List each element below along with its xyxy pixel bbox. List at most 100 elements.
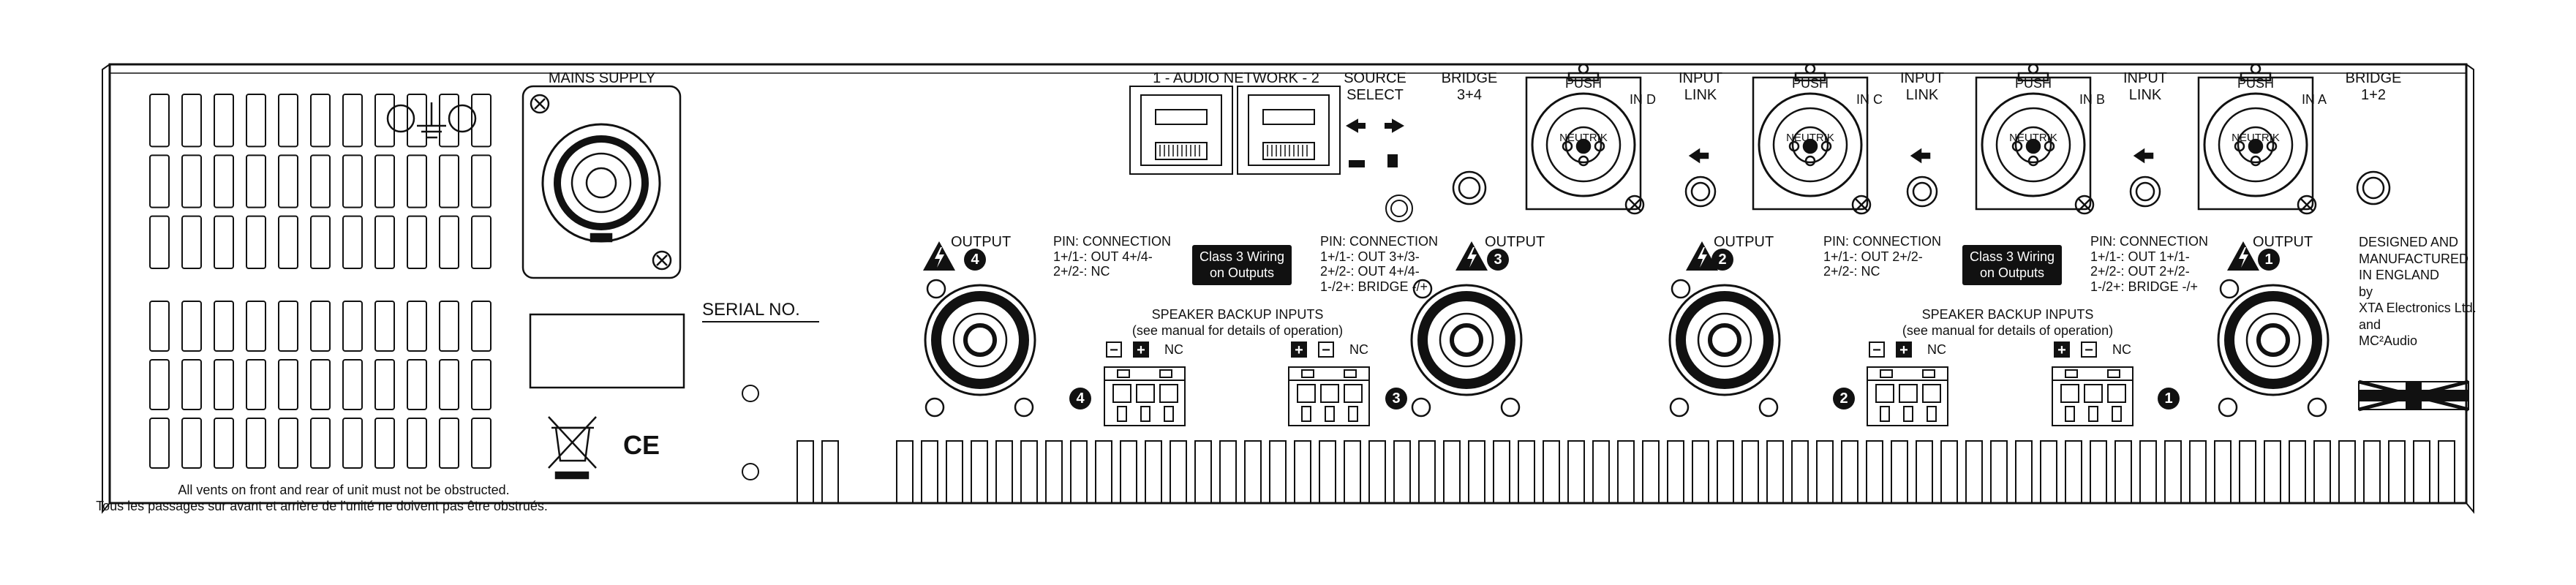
terminal-3-number: 3 [1385,388,1407,410]
vent-slot [1294,440,1311,504]
vent-slot [471,418,492,469]
speakon-output-1-bore [2245,312,2301,368]
screw-slot [1628,198,1641,211]
vent-slot [1617,440,1635,504]
input-link-button-ba [2129,176,2161,208]
latch-screw [1578,63,1589,75]
vent-slot [946,440,963,504]
vent-slot [407,154,427,208]
terminal-block-4 [1104,366,1186,426]
vent-slot [1916,440,1933,504]
vent-slot [1219,440,1237,504]
terminal-socket [1880,406,1890,422]
screw [1500,397,1521,418]
ventilation-slots-bottom [796,440,2455,504]
vent-slot [2015,440,2033,504]
screw [1412,279,1433,299]
screw [2297,195,2317,215]
terminal-4-number: 4 [1069,388,1091,410]
xlr-a-push: PUSH [2237,76,2275,91]
vent-slot [1045,440,1063,504]
vent-slot [149,418,170,469]
output-3-number: 3 [1487,249,1509,271]
vent-slot [181,94,202,148]
arrow-stem [1698,152,1709,159]
terminal-socket [1164,406,1174,422]
polarity-plus: + [1133,341,1149,358]
vent-slot [1940,440,1958,504]
terminal-screw [1922,384,1941,403]
vent-slot [471,215,492,269]
vent-slot [2388,440,2406,504]
vent-slot [278,418,298,469]
lightning-icon [2239,247,2248,268]
vent-slot [149,359,170,410]
screw-slot [2078,198,2091,211]
output-1-number: 1 [2258,249,2280,271]
vent-slot [310,154,331,208]
terminal-socket [1325,406,1335,422]
nc-label: NC [1927,342,1946,357]
vent-slot [1020,440,1038,504]
speakon-output-2-pin [1708,323,1741,357]
vent-slot [342,215,363,269]
terminal-socket [2088,406,2098,422]
terminal-tab [1159,369,1172,378]
audio-network-label: 1 - AUDIO NETWORK - 2 [1153,70,1319,86]
vent-slot [1095,440,1112,504]
terminal-block-3 [1288,366,1370,426]
terminal-block-1 [2052,366,2134,426]
xlr-c-push: PUSH [1791,76,1829,91]
polarity-minus: − [1106,341,1122,358]
button-ring [1912,181,1932,202]
xlr-d-label: IN D [1630,92,1656,107]
vent-slot [181,359,202,410]
polarity-minus: − [1318,341,1334,358]
terminal-socket [1927,406,1937,422]
screw-slot [1855,198,1868,211]
speakon-output-1-ring [2224,291,2322,389]
xlr-input-d-housing [1525,76,1642,211]
vent-slot [1965,440,1983,504]
weee-bin-icon [548,416,597,480]
output-2-label: OUTPUT [1714,234,1774,250]
screw [2218,397,2238,418]
terminal-socket [1301,406,1311,422]
vent-slot [2289,440,2306,504]
arrow-left-icon [1688,148,1701,164]
vent-slot [2363,440,2381,504]
vent-slot [246,94,266,148]
rj45-port-1 [1129,86,1233,175]
vent-slot [342,418,363,469]
screw [1624,195,1645,215]
vent-slot [214,215,234,269]
latch-screw [1804,63,1816,75]
mains-powercon-connector [521,85,682,279]
vent-slot [439,359,459,410]
backup-inputs-title-left: SPEAKER BACKUP INPUTS [1151,307,1324,322]
xlr-input-a-housing [2197,76,2314,211]
vent-slot [149,94,170,148]
output-4-number: 4 [964,249,986,271]
xlr-d-push: PUSH [1564,76,1603,91]
vent-slot [471,94,492,148]
vent-slot [246,301,266,352]
vent-slot [2413,440,2430,504]
backup-inputs-sub-left: (see manual for details of operation) [1131,323,1344,338]
vent-slot [1319,440,1336,504]
rj45-port-2 [1237,86,1341,175]
speakon-output-4-pin [963,323,997,357]
vent-slot [342,359,363,410]
vent-slot [471,154,492,208]
vent-slot [310,94,331,148]
vent-slot [1567,440,1585,504]
vent-slot [1170,440,1187,504]
speakon-output-3-ring [1417,291,1515,389]
vent-slot [342,301,363,352]
vent-slot [1269,440,1287,504]
